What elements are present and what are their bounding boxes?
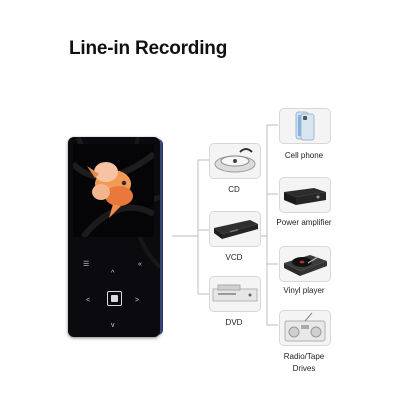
radio-tape-icon	[284, 312, 326, 342]
device-label-drives: Drives	[292, 364, 316, 373]
vinyl-player-thumbnail	[279, 246, 331, 282]
mp3-player: ☰ « ^ < > v	[68, 137, 164, 337]
down-arrow-icon[interactable]: v	[111, 322, 115, 329]
previous-icon[interactable]: «	[138, 261, 142, 268]
device-label-dvd: DVD	[225, 318, 243, 327]
menu-icon[interactable]: ☰	[83, 261, 90, 268]
player-screen	[73, 144, 154, 237]
device-label-cd: CD	[228, 185, 240, 194]
cell-phone-icon	[295, 111, 315, 141]
power-amplifier-icon	[284, 188, 326, 205]
right-arrow-icon[interactable]: >	[135, 297, 140, 304]
betta-fish-icon	[73, 151, 154, 237]
cell-phone-thumbnail	[279, 108, 331, 144]
device-label-cell-phone: Cell phone	[284, 151, 324, 160]
device-label-vinyl-player: Vinyl player	[283, 286, 325, 295]
vinyl-player-icon	[284, 255, 327, 276]
up-arrow-icon[interactable]: ^	[111, 270, 115, 277]
center-select-button[interactable]	[107, 291, 122, 306]
vcd-thumbnail	[209, 211, 261, 247]
radio-tape-thumbnail	[279, 310, 331, 346]
device-label-power-amplifier: Power amplifier	[276, 218, 332, 227]
cd-thumbnail	[209, 143, 261, 179]
dvd-thumbnail	[209, 276, 261, 312]
device-label-radio-tape: Radio/Tape	[283, 352, 325, 361]
player-body: ☰ « ^ < > v	[68, 137, 160, 337]
left-arrow-icon[interactable]: <	[86, 297, 91, 304]
vcd-player-icon	[214, 220, 258, 239]
power-amplifier-thumbnail	[279, 177, 331, 213]
device-label-vcd: VCD	[225, 253, 243, 262]
dvd-player-icon	[212, 284, 258, 302]
page-title: Line-in Recording	[69, 38, 228, 59]
cd-player-icon	[214, 148, 256, 173]
